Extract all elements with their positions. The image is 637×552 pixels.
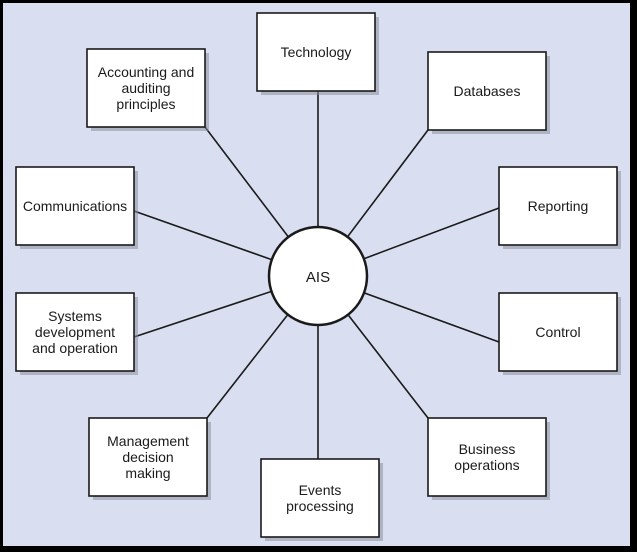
ais-hub-diagram: TechnologyDatabasesReportingControlBusin…: [15, 12, 621, 541]
box-communications: Communications: [15, 166, 135, 246]
label-accounting-and-auditing-principles-line-2: auditing: [121, 80, 170, 96]
label-control-line-1: Control: [535, 324, 580, 340]
box-frame-communications: [15, 166, 135, 246]
label-accounting-and-auditing-principles-line-1: Accounting and: [98, 64, 195, 80]
box-frame-management-decision-making: [88, 417, 208, 497]
label-systems-development-and-operation-line-2: development: [35, 324, 115, 340]
label-business-operations-line-2: operations: [454, 457, 519, 473]
box-frame-databases: [427, 51, 547, 131]
box-frame-business-operations: [427, 417, 547, 497]
label-technology-line-1: Technology: [281, 44, 352, 60]
box-frame-control: [498, 292, 618, 372]
box-frame-accounting-and-auditing-principles: [86, 48, 206, 128]
label-databases-line-1: Databases: [454, 83, 521, 99]
label-events-processing-line-2: processing: [286, 498, 354, 514]
box-databases: Databases: [427, 51, 547, 131]
label-accounting-and-auditing-principles-line-3: principles: [116, 96, 175, 112]
label-communications-line-1: Communications: [23, 198, 127, 214]
label-systems-development-and-operation-line-3: and operation: [32, 340, 118, 356]
label-systems-development-and-operation-line-1: Systems: [48, 308, 102, 324]
box-technology: Technology: [256, 12, 376, 92]
center-circle: [267, 225, 369, 327]
topic-boxes: TechnologyDatabasesReportingControlBusin…: [15, 12, 618, 538]
label-management-decision-making-line-3: making: [125, 465, 170, 481]
box-frame-events-processing: [260, 458, 380, 538]
label-management-decision-making-line-2: decision: [122, 449, 173, 465]
box-frame-reporting: [498, 166, 618, 246]
box-frame-technology: [256, 12, 376, 92]
box-control: Control: [498, 292, 618, 372]
box-reporting: Reporting: [498, 166, 618, 246]
label-business-operations-line-1: Business: [459, 441, 516, 457]
label-events-processing-line-1: Events: [299, 482, 342, 498]
box-frame-systems-development-and-operation: [15, 292, 135, 372]
ais-hub: AIS: [267, 225, 369, 327]
center-label: AIS: [306, 269, 330, 286]
label-reporting-line-1: Reporting: [528, 198, 589, 214]
label-management-decision-making-line-1: Management: [107, 433, 189, 449]
